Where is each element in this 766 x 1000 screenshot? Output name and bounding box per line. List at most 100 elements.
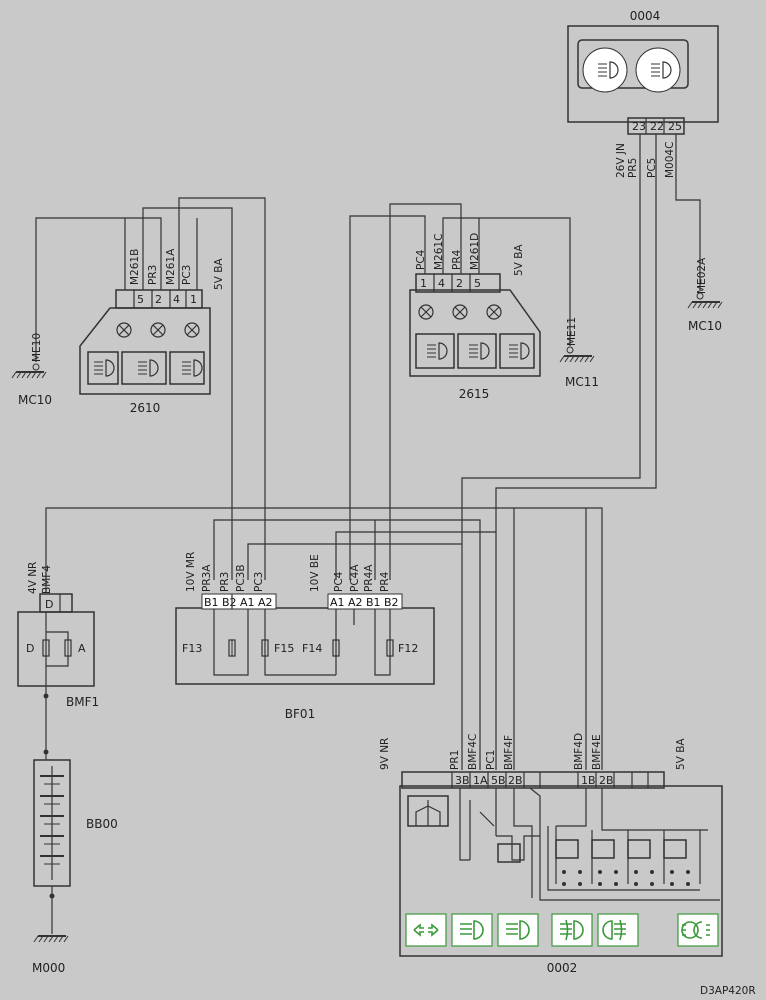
fuse-f14: F14	[302, 642, 322, 655]
component-bf01: B1 B2 A1 A2 A1 A2 B1 B2 F13 F15 F14 F12 …	[175, 552, 435, 721]
component-0004-body	[567, 25, 719, 123]
fuse-f12: F12	[398, 642, 418, 655]
connector-bf01-right	[327, 593, 403, 610]
component-bb00-label: BB00	[86, 817, 118, 831]
wire-bmf4: BMF4	[41, 565, 53, 594]
low-beam-icon	[121, 351, 167, 385]
wire-pc5: PC5	[646, 158, 658, 178]
connector-0002-right-label: 5V BA	[675, 738, 687, 770]
position-lamp-icon	[87, 351, 119, 385]
connector-2610-label: 5V BA	[213, 258, 225, 290]
component-0004: 23 22 25 0004 26V JN PR5 PC5 M004C	[567, 9, 719, 178]
connector-bf01-left	[201, 593, 277, 610]
connector-2615	[415, 273, 501, 293]
pin-2610-4: 4	[173, 293, 180, 306]
wire-pr3a: PR3A	[201, 564, 213, 592]
connector-2615-label: 5V BA	[513, 244, 525, 276]
wire-pr4-bf01: PR4	[379, 571, 391, 592]
wire-bmf4d: BMF4D	[573, 733, 585, 770]
component-2610-label: 2610	[130, 401, 161, 415]
pin-0002-2b: 2B	[508, 774, 523, 787]
connector-0004-label: 26V JN	[615, 143, 627, 178]
wire-bmf4f: BMF4F	[503, 735, 515, 770]
connector-bmf1-label: 4V NR	[27, 562, 39, 594]
wire-m261d: M261D	[469, 233, 481, 270]
component-bmf1-body	[17, 611, 95, 687]
wire-bmf4c: BMF4C	[467, 734, 479, 770]
bmf1-terminal-d: D	[26, 642, 34, 655]
wire-bmf4e: BMF4E	[591, 734, 603, 770]
component-2615: 1 4 2 5 2615 PC4 M261C PR4 M261D 5V BA	[409, 233, 541, 401]
pin-0002-1a: 1A	[473, 774, 488, 787]
headlamp-bulb-1-icon	[582, 47, 628, 93]
component-0004-label: 0004	[630, 9, 661, 23]
pin-2615-5: 5	[474, 277, 481, 290]
component-bf01-label: BF01	[285, 707, 315, 721]
component-bmf1: 4V NR BMF4 D D A BMF1	[17, 562, 99, 709]
component-2610: 5 2 4 1 2610 M261B PR3 M261A PC3 5V BA	[79, 248, 225, 415]
wire-pr1: PR1	[449, 750, 461, 770]
pin-bf01-a2-left: A2	[258, 596, 273, 609]
wire-m261a: M261A	[165, 248, 177, 285]
ground-mc10-left-label: MC10	[18, 393, 52, 407]
component-bf01-body	[175, 607, 435, 685]
wire-pc3b: PC3B	[235, 564, 247, 592]
ground-m000-label: M000	[32, 961, 65, 975]
connector-2610	[115, 289, 203, 309]
low-beam-indicator-icon	[451, 913, 493, 947]
wire-pr3-2610: PR3	[147, 265, 159, 285]
fuse-f15: F15	[274, 642, 294, 655]
pin-0002-2b-right: 2B	[599, 774, 614, 787]
component-0002-body	[399, 785, 723, 957]
bmf1-terminal-a: A	[78, 642, 86, 655]
pin-2610-2: 2	[155, 293, 162, 306]
pin-0002-3b: 3B	[455, 774, 470, 787]
wire-pc4-bf01: PC4	[333, 571, 345, 592]
turn-signal-indicator-icon	[405, 913, 447, 947]
wire-pr5: PR5	[627, 158, 639, 178]
switch-contacts	[407, 787, 720, 901]
pin-bf01-b1-left: B1	[204, 596, 219, 609]
pin-bf01-b2-left: B2	[222, 596, 237, 609]
high-beam-icon	[169, 351, 205, 385]
pin-2610-5: 5	[137, 293, 144, 306]
pin-bf01-b2-right: B2	[384, 596, 399, 609]
pin-2610-1: 1	[190, 293, 197, 306]
wire-m261b: M261B	[129, 249, 141, 285]
high-beam-indicator-icon	[497, 913, 539, 947]
component-2615-body	[409, 289, 541, 377]
pin-bf01-a2-right: A2	[348, 596, 363, 609]
pin-0004-25: 25	[668, 120, 682, 133]
ground-mc11: ME11 MC11	[559, 317, 599, 389]
connector-0002-left-label: 9V NR	[379, 738, 391, 770]
rear-fog-indicator-icon	[597, 913, 639, 947]
pin-0002-1b: 1B	[581, 774, 596, 787]
pin-bf01-b1-right: B1	[366, 596, 381, 609]
connector-bf01-right-label: 10V BE	[309, 554, 321, 592]
pin-bmf1-d: D	[45, 598, 53, 611]
pin-bf01-a1-left: A1	[240, 596, 255, 609]
diagram-reference: D3AP420R	[700, 985, 756, 997]
connector-0002	[401, 771, 665, 789]
component-2610-body	[79, 307, 211, 395]
pin-bf01-a1-right: A1	[330, 596, 345, 609]
pin-0002-5b: 5B	[491, 774, 506, 787]
wire-m004c: M004C	[664, 142, 676, 178]
ground-mc10-left: ME10 MC10	[11, 333, 52, 407]
wire-pc4a: PC4A	[349, 564, 361, 592]
pin-2615-1: 1	[420, 277, 427, 290]
wire-m261c: M261C	[433, 234, 445, 270]
component-bmf1-label: BMF1	[66, 695, 99, 709]
connector-bf01-left-label: 10V MR	[185, 552, 197, 592]
component-bb00: BB00	[33, 759, 118, 887]
wire-me02a: ME02A	[696, 257, 708, 294]
ground-mc10-right: ME02A MC10	[687, 257, 723, 333]
wire-pr3-bf01: PR3	[219, 572, 231, 592]
wire-pc4-2615: PC4	[415, 249, 427, 270]
headlamp-bulb-2-icon	[635, 47, 681, 93]
pin-0004-22: 22	[650, 120, 664, 133]
ground-m000: M000	[32, 935, 69, 975]
wire-pc3-bf01: PC3	[253, 572, 265, 592]
component-0002: 3B 1A 5B 2B 1B 2B 9V NR PR1 BMF4C PC1 BM…	[379, 733, 723, 975]
